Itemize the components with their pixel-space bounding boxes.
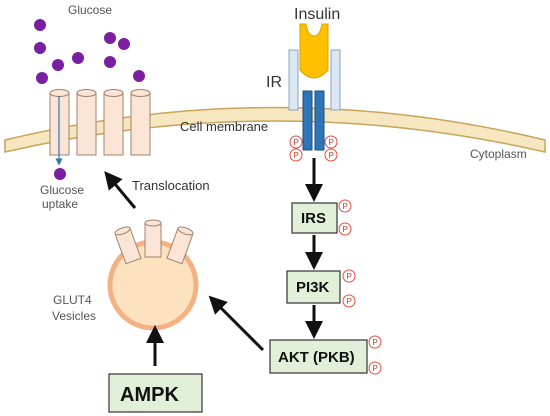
svg-text:P: P [373,338,378,347]
glut4-label-2: Vesicles [52,309,96,323]
receptor-right-inner [314,90,325,151]
glut4-label-1: GLUT4 [53,293,92,307]
pi3k-label: PI3K [296,279,330,296]
glucose-molecule [133,70,145,82]
pi3k-box [286,270,341,304]
cytoplasm-label: Cytoplasm [470,147,527,161]
ampk-label: AMPK [120,384,179,406]
cell-membrane-label: Cell membrane [180,119,268,134]
glut4-transporters [49,89,151,156]
insulin-label: Insulin [294,6,340,23]
vesicle-glut4-cylinders [114,219,194,265]
svg-text:P: P [347,272,352,281]
svg-text:P: P [373,364,378,373]
glucose-molecule [104,32,116,44]
receptor-phosphates: P P P P [289,135,338,162]
glucose-uptake-label-2: uptake [42,197,78,211]
glucose-molecule [36,72,48,84]
receptor-left-inner [302,90,313,151]
glucose-molecule [52,59,64,71]
translocation-label: Translocation [132,178,210,193]
svg-text:P: P [294,138,299,147]
arrow-akt-to-vesicle [208,295,265,352]
glucose-label: Glucose [68,3,112,17]
irs-label: IRS [301,210,326,227]
akt-box [269,339,368,374]
glucose-molecules [34,19,145,180]
svg-text:P: P [343,202,348,211]
receptor-left-outer [288,49,299,111]
svg-text:P: P [294,151,299,160]
svg-text:P: P [343,225,348,234]
glucose-molecule [72,52,84,64]
svg-text:P: P [347,297,352,306]
insulin-molecule [299,23,329,79]
svg-text:P: P [329,138,334,147]
ampk-box [108,373,203,413]
glucose-molecule [118,38,130,50]
glucose-molecule [34,19,46,31]
glucose-molecule [34,42,46,54]
glucose-uptake-label-1: Glucose [40,183,84,197]
glucose-molecule [104,56,116,68]
glucose-molecule [54,168,66,180]
ir-label: IR [266,74,282,91]
svg-text:P: P [329,151,334,160]
irs-box [291,202,338,234]
akt-label: AKT (PKB) [278,349,355,366]
translocation-arrow [104,171,137,209]
receptor-right-outer [330,49,341,111]
